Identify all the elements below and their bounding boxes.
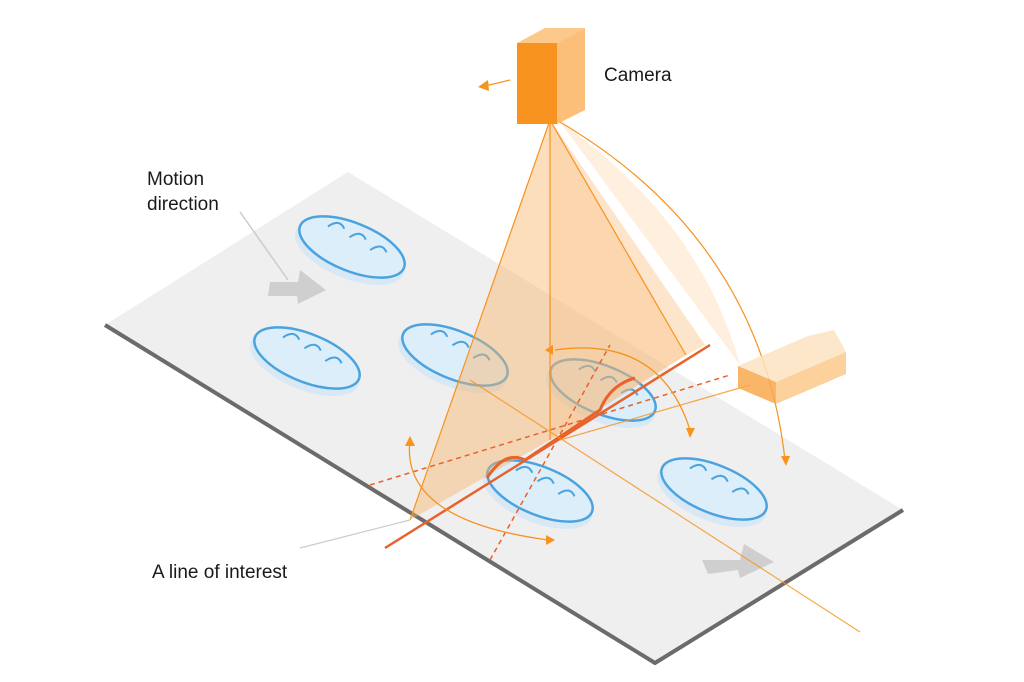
motion-arrow-icon [268,270,326,304]
line-of-interest-pointer [299,519,411,549]
motion-label-line2: direction [147,194,219,215]
rotation-arrows [405,345,695,545]
camera-box-icon [478,28,585,124]
view-frustum [409,118,705,521]
motion-direction-label: Motion direction [147,167,219,217]
line-of-interest [369,343,861,633]
camera-label: Camera [604,65,672,86]
motion-pointer-line [239,211,289,281]
line-of-interest-label: A line of interest [152,562,288,583]
camera-box-icon [738,330,846,404]
motion-arrow-icon [702,544,774,578]
motion-label-line1: Motion [147,169,205,190]
